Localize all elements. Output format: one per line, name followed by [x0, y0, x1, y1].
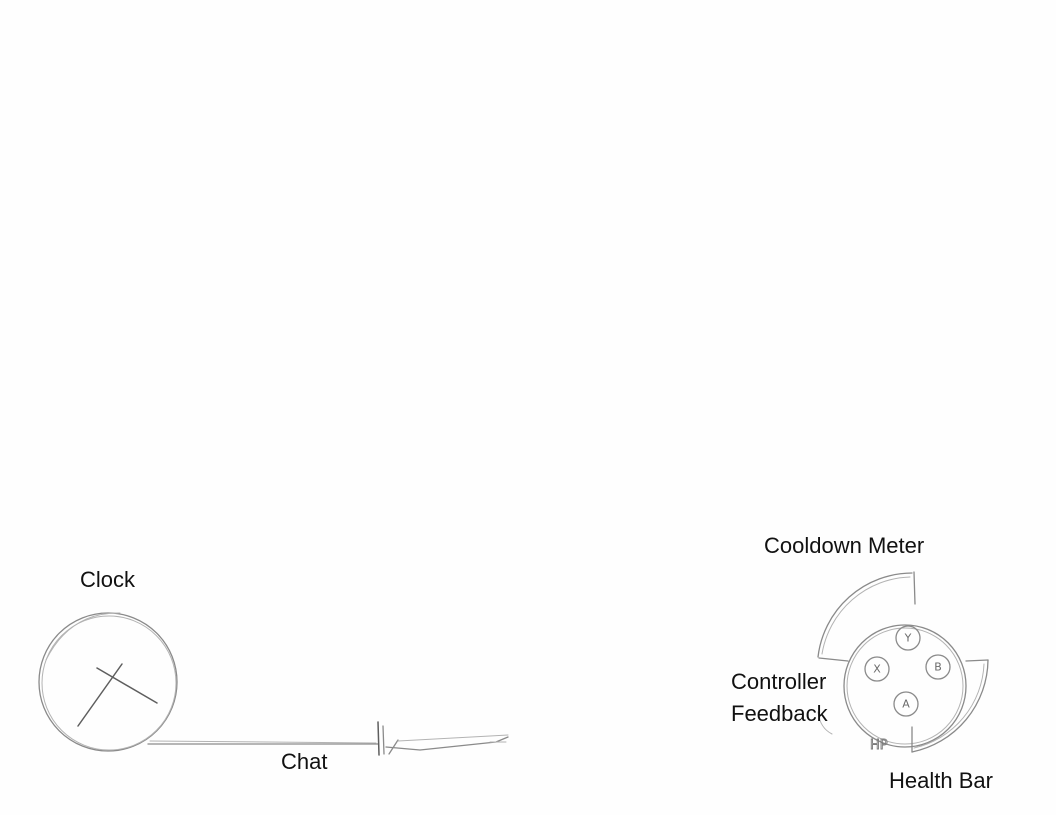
controller-feedback-label: Controller Feedback — [731, 666, 851, 730]
health-bar-label: Health Bar — [889, 768, 993, 793]
x-button-icon: X — [864, 656, 890, 682]
health-bar: HP — [870, 659, 989, 753]
svg-text:Y: Y — [904, 632, 912, 645]
hp-indicator: HP — [870, 738, 888, 753]
chat-text-cursor — [377, 721, 380, 756]
controller-ring — [843, 624, 967, 748]
cooldown-meter — [817, 571, 916, 662]
svg-text:A: A — [902, 698, 910, 711]
b-button-icon: B — [925, 654, 951, 680]
clock-hour-hand — [77, 663, 123, 727]
clock-minute-hand — [96, 667, 158, 704]
clock-label: Clock — [80, 567, 136, 592]
controller-feedback-label-line2: Feedback — [731, 701, 828, 726]
clock-widget — [38, 612, 178, 752]
controller-feedback-widget: Y X B A — [817, 624, 967, 748]
y-button-icon: Y — [895, 625, 921, 651]
clock-face — [38, 612, 178, 752]
svg-text:B: B — [934, 661, 942, 674]
svg-text:X: X — [873, 663, 881, 676]
controller-feedback-label-line1: Controller — [731, 669, 827, 694]
chat-bar — [147, 721, 509, 756]
chat-label: Chat — [281, 749, 328, 774]
cooldown-meter-label: Cooldown Meter — [764, 533, 925, 558]
a-button-icon: A — [893, 691, 919, 717]
